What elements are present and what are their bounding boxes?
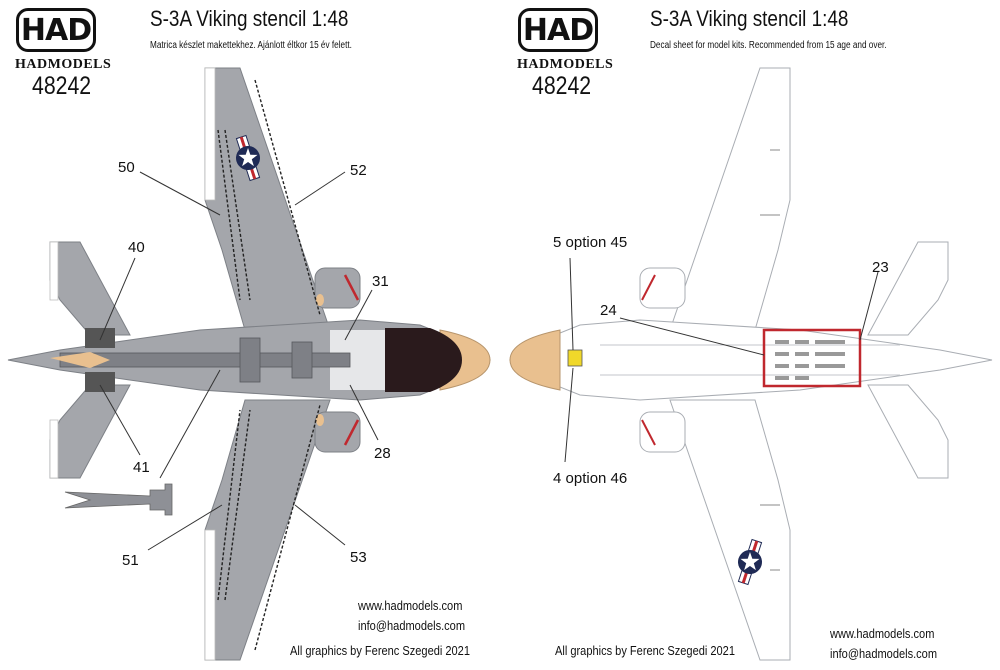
aircraft-left-gray — [7, 67, 491, 661]
subtitle-left: Matrica készlet makettekhez. Ajánlott él… — [150, 40, 352, 51]
credit-right: All graphics by Ferenc Szegedi 2021 — [555, 643, 735, 658]
had-logo-left: HAD — [16, 8, 96, 52]
callout-28: 28 — [374, 445, 391, 462]
title-left: S-3A Viking stencil 1:48 — [150, 6, 349, 31]
right-lower-wing — [669, 399, 791, 661]
left-lower-engine — [314, 411, 361, 453]
credit-left: All graphics by Ferenc Szegedi 2021 — [290, 643, 470, 658]
left-upper-wing — [204, 67, 331, 331]
website-left[interactable]: www.hadmodels.com — [358, 598, 463, 613]
left-lower-wing — [204, 399, 331, 661]
right-leader-lines — [564, 257, 879, 463]
callout-24: 24 — [600, 302, 617, 319]
red-outline-panel — [762, 328, 862, 388]
left-upper-engine — [314, 267, 361, 309]
subtitle-right: Decal sheet for model kits. Recommended … — [650, 40, 887, 51]
had-logo-right: HAD — [518, 8, 598, 52]
brand-left: HADMODELS — [15, 57, 112, 72]
right-upper-engine — [639, 267, 686, 309]
callout-53: 53 — [350, 549, 367, 566]
email-left[interactable]: info@hadmodels.com — [358, 618, 466, 633]
title-right: S-3A Viking stencil 1:48 — [650, 6, 849, 31]
right-upper-wing — [669, 67, 791, 331]
callout-23: 23 — [872, 259, 889, 276]
callout-50: 50 — [118, 159, 135, 176]
callout-40: 40 — [128, 239, 145, 256]
right-lower-tailplane — [867, 384, 949, 479]
callout-41: 41 — [133, 459, 150, 476]
website-right[interactable]: www.hadmodels.com — [830, 626, 935, 641]
brand-right: HADMODELS — [517, 57, 614, 72]
product-code-right: 48242 — [532, 72, 592, 100]
callout-52: 52 — [350, 162, 367, 179]
left-probe-part — [64, 483, 173, 516]
callout-4-option-46: 4 option 46 — [553, 470, 627, 487]
left-canopy — [385, 328, 462, 392]
email-right[interactable]: info@hadmodels.com — [830, 646, 938, 661]
left-upper-tailplane — [49, 241, 131, 336]
callout-5-option-45: 5 option 45 — [553, 234, 627, 251]
aircraft-right-white — [509, 67, 993, 661]
callout-31: 31 — [372, 273, 389, 290]
left-leader-lines — [99, 171, 379, 551]
yellow-stencil — [567, 349, 583, 367]
panel-grid — [775, 340, 845, 380]
callout-51: 51 — [122, 552, 139, 569]
right-lower-engine — [639, 411, 686, 453]
product-code-left: 48242 — [32, 72, 92, 100]
right-upper-tailplane — [867, 241, 949, 336]
right-radome — [509, 329, 561, 391]
left-lower-tailplane — [49, 384, 131, 479]
